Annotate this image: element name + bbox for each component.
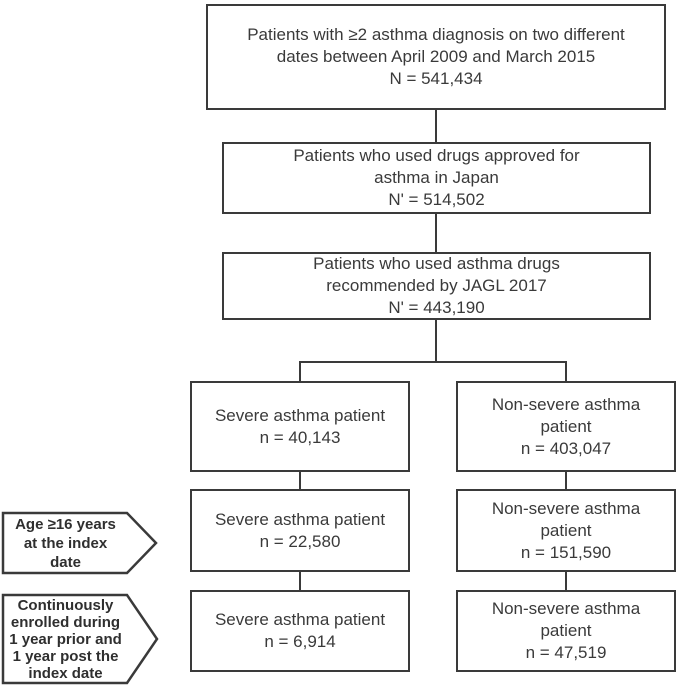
node-text: Severe asthma patient [214, 610, 386, 629]
node-count: N = 541,434 [389, 69, 483, 88]
node-text: Non-severe asthma patient [491, 394, 641, 436]
node-count: n = 6,914 [264, 632, 336, 651]
node-nonsevere-1: Non-severe asthma patient n = 403,047 [456, 381, 676, 472]
node-text: Patients with ≥2 asthma diagnosis on two… [247, 25, 625, 66]
node-severe-2: Severe asthma patient n = 22,580 [190, 489, 410, 572]
node-text: Non-severe asthma patient [491, 599, 641, 640]
node-count: n = 22,580 [259, 531, 341, 551]
node-severe-3: Severe asthma patient n = 6,914 [190, 590, 410, 672]
callout-enrollment-criteria: Continuously enrolled during 1 year prio… [9, 596, 122, 682]
node-text: Severe asthma patient [214, 509, 386, 529]
callout-arrow-enrollment [1, 593, 159, 685]
callout-arrow-age [1, 511, 158, 575]
node-approved-drugs: Patients who used drugs approved for ast… [222, 142, 651, 214]
callout-age-criteria: Age ≥16 years at the index date [15, 515, 116, 571]
node-jagl-drugs: Patients who used asthma drugs recommend… [222, 252, 651, 320]
node-nonsevere-2: Non-severe asthma patient n = 151,590 [456, 489, 676, 572]
node-all-diagnosed: Patients with ≥2 asthma diagnosis on two… [206, 4, 666, 110]
node-text: Non-severe asthma patient [491, 498, 641, 540]
node-text: Patients who used asthma drugs recommend… [313, 254, 560, 295]
node-text: Severe asthma patient [214, 405, 386, 425]
node-severe-1: Severe asthma patient n = 40,143 [190, 381, 410, 472]
node-nonsevere-3: Non-severe asthma patient n = 47,519 [456, 590, 676, 672]
node-count: N' = 443,190 [388, 298, 485, 317]
node-count: n = 151,590 [520, 542, 612, 562]
node-count: n = 403,047 [520, 438, 612, 458]
node-count: N' = 514,502 [388, 190, 485, 209]
node-text: Patients who used drugs approved for ast… [293, 146, 580, 187]
connector-branch-split [299, 320, 567, 381]
node-count: n = 40,143 [259, 427, 341, 447]
node-count: n = 47,519 [525, 643, 607, 662]
